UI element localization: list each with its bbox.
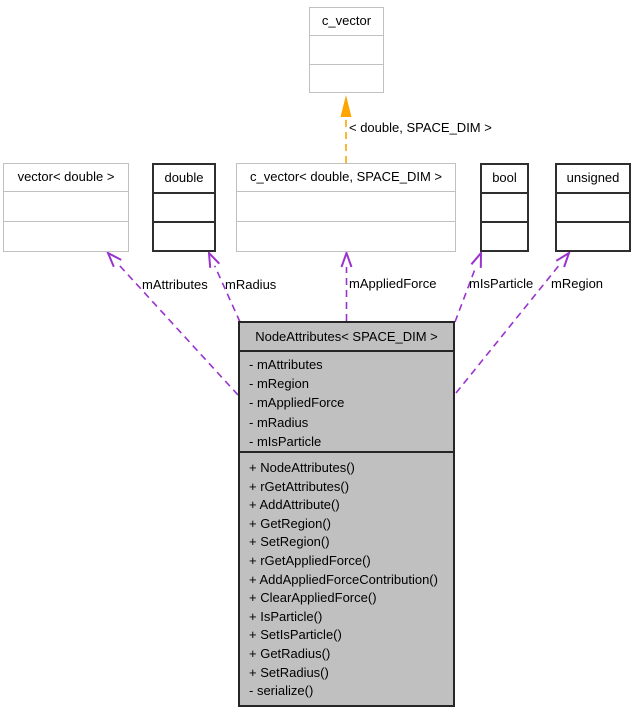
class-node-c-vector-inst[interactable]: c_vector< double, SPACE_DIM > <box>236 163 456 252</box>
class-node-c-vector-base[interactable]: c_vector <box>309 7 384 93</box>
class-method: + ClearAppliedForce() <box>249 590 377 606</box>
class-method: + SetRadius() <box>249 664 329 680</box>
template-arrowhead-icon <box>340 95 352 117</box>
class-methods-section: + NodeAttributes() + rGetAttributes() + … <box>240 453 453 705</box>
empty-compartment <box>557 194 629 223</box>
edge-label-mappliedforce: mAppliedForce <box>349 276 437 291</box>
class-method: + IsParticle() <box>249 608 323 624</box>
class-method: + AddAttribute() <box>249 497 340 513</box>
class-node-title: bool <box>482 165 527 194</box>
edge-label-misparticle: mIsParticle <box>469 276 534 291</box>
class-method: - serialize() <box>249 683 314 699</box>
arrowhead-mregion-icon <box>555 250 571 268</box>
class-node-title: unsigned <box>557 165 629 194</box>
class-attributes-section: - mAttributes - mRegion - mAppliedForce … <box>240 352 453 454</box>
class-method: + rGetAppliedForce() <box>249 552 371 568</box>
class-attribute: - mIsParticle <box>249 433 322 449</box>
arrowhead-misparticle-icon <box>470 250 483 268</box>
class-node-nodeattributes[interactable]: NodeAttributes< SPACE_DIM > - mAttribute… <box>238 321 455 707</box>
class-node-title: double <box>154 165 214 194</box>
class-method: + NodeAttributes() <box>249 460 355 476</box>
class-node-title: c_vector <box>310 8 383 36</box>
class-method: + SetRegion() <box>249 534 330 550</box>
empty-compartment <box>237 222 455 251</box>
class-attribute: - mRadius <box>249 414 309 430</box>
class-method: + GetRegion() <box>249 515 332 531</box>
class-title: NodeAttributes< SPACE_DIM > <box>240 323 453 352</box>
class-method: + SetIsParticle() <box>249 627 342 643</box>
empty-compartment <box>310 65 383 93</box>
empty-compartment <box>154 194 214 223</box>
arrowhead-mradius-icon <box>207 250 221 268</box>
empty-compartment <box>4 192 128 222</box>
class-node-unsigned[interactable]: unsigned <box>555 163 631 252</box>
class-node-vector-double[interactable]: vector< double > <box>3 163 129 252</box>
empty-compartment <box>482 223 527 250</box>
edge-mradius <box>213 265 241 323</box>
edge-label-template-args: < double, SPACE_DIM > <box>349 120 492 135</box>
class-method: + rGetAttributes() <box>249 478 350 494</box>
empty-compartment <box>154 223 214 250</box>
class-node-double[interactable]: double <box>152 163 216 252</box>
empty-compartment <box>237 192 455 222</box>
edge-label-mregion: mRegion <box>551 276 604 291</box>
empty-compartment <box>482 194 527 223</box>
class-method: + GetRadius() <box>249 645 331 661</box>
edge-label-mattributes: mAttributes <box>142 277 208 292</box>
edge-misparticle <box>454 265 477 323</box>
class-node-title: vector< double > <box>4 164 128 192</box>
class-method: + AddAppliedForceContribution() <box>249 571 438 587</box>
class-node-bool[interactable]: bool <box>480 163 529 252</box>
class-attribute: - mAppliedForce <box>249 395 345 411</box>
edge-label-mradius: mRadius <box>225 277 277 292</box>
empty-compartment <box>4 222 128 251</box>
empty-compartment <box>310 36 383 65</box>
arrowhead-mattributes-icon <box>105 250 122 268</box>
class-attribute: - mRegion <box>249 376 309 392</box>
class-attribute: - mAttributes <box>249 357 323 372</box>
empty-compartment <box>557 223 629 250</box>
class-node-title: c_vector< double, SPACE_DIM > <box>237 164 455 192</box>
arrowhead-mappliedforce-icon <box>340 250 353 268</box>
